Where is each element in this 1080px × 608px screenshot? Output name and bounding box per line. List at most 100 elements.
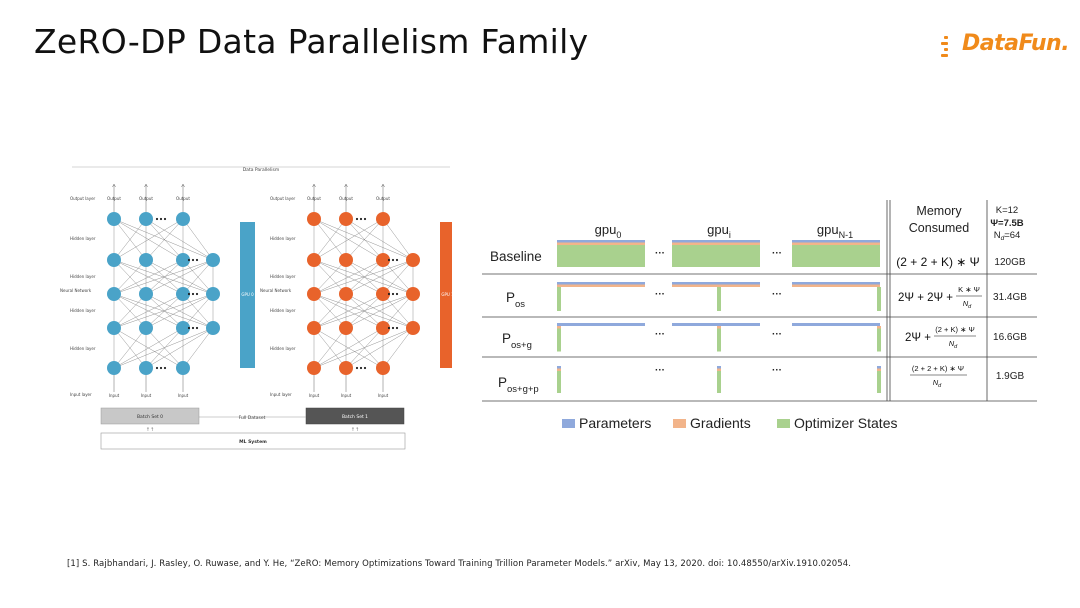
neuron-node-l3-n0	[107, 321, 121, 335]
psi-value: Ψ=7.5B	[990, 218, 1023, 229]
batch-1-arrows: ↑↑	[351, 427, 359, 433]
input-label-2: Input	[378, 393, 389, 398]
logo-text: DataFun.	[962, 31, 1070, 56]
posg-opt-shard-2	[877, 328, 881, 352]
legend-label-gradients: Gradients	[690, 415, 751, 431]
neuron-node-l2-n0	[307, 287, 321, 301]
memory-pos: 31.4GB	[993, 292, 1027, 303]
pos-opt-shard-1	[717, 287, 721, 311]
memory-header-line1: Memory	[916, 204, 962, 218]
row-label-pos: Pos	[506, 290, 525, 310]
output-label-0: Output	[307, 196, 321, 201]
formula-pos-g-p-den: Nd	[933, 378, 942, 389]
neuron-node-l2-n2	[376, 287, 390, 301]
neuron-node-l4-n1	[139, 361, 153, 375]
input-label-1: Input	[341, 393, 352, 398]
neuron-node-l3-n3	[406, 321, 420, 335]
ml-system-label: ML System	[239, 439, 267, 445]
neuron-node-l3-n2	[376, 321, 390, 335]
ellipsis-r0-a: ···	[655, 248, 665, 259]
neuron-node-l4-n0	[307, 361, 321, 375]
formula-pos-g-p-num: (2 + 2 + K) ∗ Ψ	[912, 364, 964, 373]
neuron-node-l4-n1	[339, 361, 353, 375]
legend-swatch-gradients	[673, 419, 686, 428]
neuron-node-l0-n0	[107, 212, 121, 226]
hidden-layer-label-3: Hidden layer	[70, 346, 96, 351]
batch-0-arrows: ↑↑	[146, 427, 154, 433]
neuron-node-l2-n1	[139, 287, 153, 301]
batch-set-0-box	[100, 407, 200, 425]
baseline-param-bar-0	[557, 240, 645, 243]
baseline-grad-bar-2	[792, 242, 880, 245]
neuron-node-l2-n1	[339, 287, 353, 301]
formula-pos-g-den: Nd	[949, 339, 958, 350]
memory-bars	[557, 240, 881, 393]
pos-opt-shard-2	[877, 287, 881, 311]
row-label-baseline: Baseline	[490, 249, 542, 264]
neural-network-label: Neural Network	[260, 288, 292, 293]
memory-pos-g-p: 1.9GB	[996, 371, 1025, 382]
row-label-pos-g: Pos+g	[502, 331, 532, 351]
neuron-node-l4-n2	[376, 361, 390, 375]
neuron-node-l1-n2	[176, 253, 190, 267]
data-parallelism-label: Data Parallelism	[243, 167, 280, 173]
legend-label-optimizer-states: Optimizer States	[794, 415, 897, 431]
gpu-bar	[440, 222, 452, 368]
neuron-node-l0-n2	[376, 212, 390, 226]
batch-set-1-box	[305, 407, 405, 425]
baseline-opt-bar-0	[557, 245, 645, 267]
neuron-node-l3-n1	[139, 321, 153, 335]
ellipsis-r1-a: ···	[655, 289, 665, 300]
neuron-node-l2-n3	[406, 287, 420, 301]
posgp-opt-shard-2	[877, 371, 881, 393]
row-label-pos-g-p: Pos+g+p	[498, 375, 539, 395]
neuron-node-l0-n1	[139, 212, 153, 226]
ellipsis-r2-b: ···	[772, 329, 782, 340]
input-layer-label: Input layer	[70, 392, 92, 397]
neuron-node-l2-n0	[107, 287, 121, 301]
neural-network-label: Neural Network	[60, 288, 92, 293]
ellipsis-r2-a: ···	[655, 329, 665, 340]
neuron-node-l0-n2	[176, 212, 190, 226]
baseline-opt-bar-2	[792, 245, 880, 267]
k-value: K=12	[996, 205, 1018, 216]
input-label-1: Input	[141, 393, 152, 398]
reference-footnote: [1] S. Rajbhandari, J. Rasley, O. Ruwase…	[67, 559, 852, 569]
posg-param-bar-2	[792, 323, 880, 326]
posg-opt-shard-1	[717, 328, 721, 352]
formula-baseline: (2 + 2 + K) ∗ Ψ	[896, 255, 979, 269]
ellipsis-r3-a: ···	[655, 365, 665, 376]
neuron-node-l2-n2	[176, 287, 190, 301]
output-layer-label: Output layer	[270, 196, 296, 201]
formula-pos-g-main: 2Ψ +	[905, 332, 931, 344]
neuron-node-l1-n2	[376, 253, 390, 267]
hidden-layer-label-0: Hidden layer	[70, 236, 96, 241]
input-layer-label: Input layer	[270, 392, 292, 397]
batch-set-0-label: Batch Set 0	[137, 414, 163, 420]
legend: Parameters Gradients Optimizer States	[562, 415, 897, 431]
full-dataset-label: Full Dataset	[239, 415, 266, 421]
hidden-layer-label-2: Hidden layer	[270, 308, 296, 313]
output-label-1: Output	[139, 196, 153, 201]
ml-system-box	[100, 432, 406, 450]
baseline-grad-bar-0	[557, 242, 645, 245]
hidden-layer-label-2: Hidden layer	[70, 308, 96, 313]
output-label-2: Output	[376, 196, 390, 201]
batch-set-1-label: Batch Set 1	[342, 414, 368, 420]
posgp-opt-shard-0	[557, 371, 561, 393]
datafun-logo: DataFun.	[940, 30, 1070, 64]
ellipsis-r0-b: ···	[772, 248, 782, 259]
formula-pos-main: 2Ψ + 2Ψ +	[898, 292, 953, 304]
gpu-label: GPU 0	[241, 292, 254, 297]
neuron-node-l1-n3	[406, 253, 420, 267]
posg-opt-shard-0	[557, 328, 561, 352]
formula-pos-num: K ∗ Ψ	[958, 285, 980, 294]
neuron-node-l3-n1	[339, 321, 353, 335]
formula-pos-g-num: (2 + K) ∗ Ψ	[935, 325, 974, 334]
neuron-node-l1-n0	[307, 253, 321, 267]
output-label-1: Output	[339, 196, 353, 201]
pos-opt-shard-0	[557, 287, 561, 311]
hidden-layer-label-3: Hidden layer	[270, 346, 296, 351]
logo-mark-icon	[941, 36, 948, 57]
baseline-param-bar-2	[792, 240, 880, 243]
